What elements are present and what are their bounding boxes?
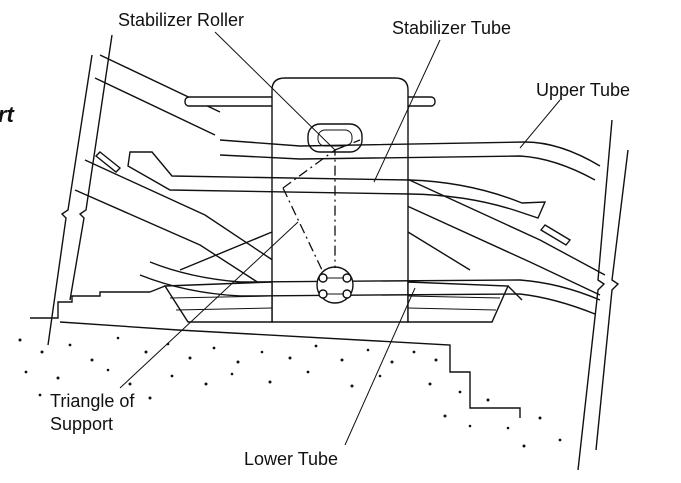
carriage-body (271, 77, 409, 323)
stabilizer-roller (307, 123, 363, 153)
stabilizer-tube (127, 151, 547, 219)
right-wall (577, 119, 629, 471)
diagonal-rails (74, 54, 606, 296)
left-wall (47, 34, 113, 346)
label-stabilizer-roller: Stabilizer Roller (118, 10, 244, 30)
leader-lines (119, 31, 561, 446)
base-platform (149, 231, 523, 323)
cut-off-title-fragment: rt (0, 102, 16, 127)
roller-hub (316, 266, 354, 304)
lower-tube (139, 261, 601, 315)
label-stabilizer-tube: Stabilizer Tube (392, 18, 511, 38)
ground-steps (30, 291, 521, 418)
label-triangle-line1: Triangle of (50, 391, 135, 411)
label-lower-tube: Lower Tube (244, 449, 338, 469)
label-triangle-line2: Support (50, 414, 113, 434)
gravel-texture (18, 336, 562, 448)
label-upper-tube: Upper Tube (536, 80, 630, 100)
